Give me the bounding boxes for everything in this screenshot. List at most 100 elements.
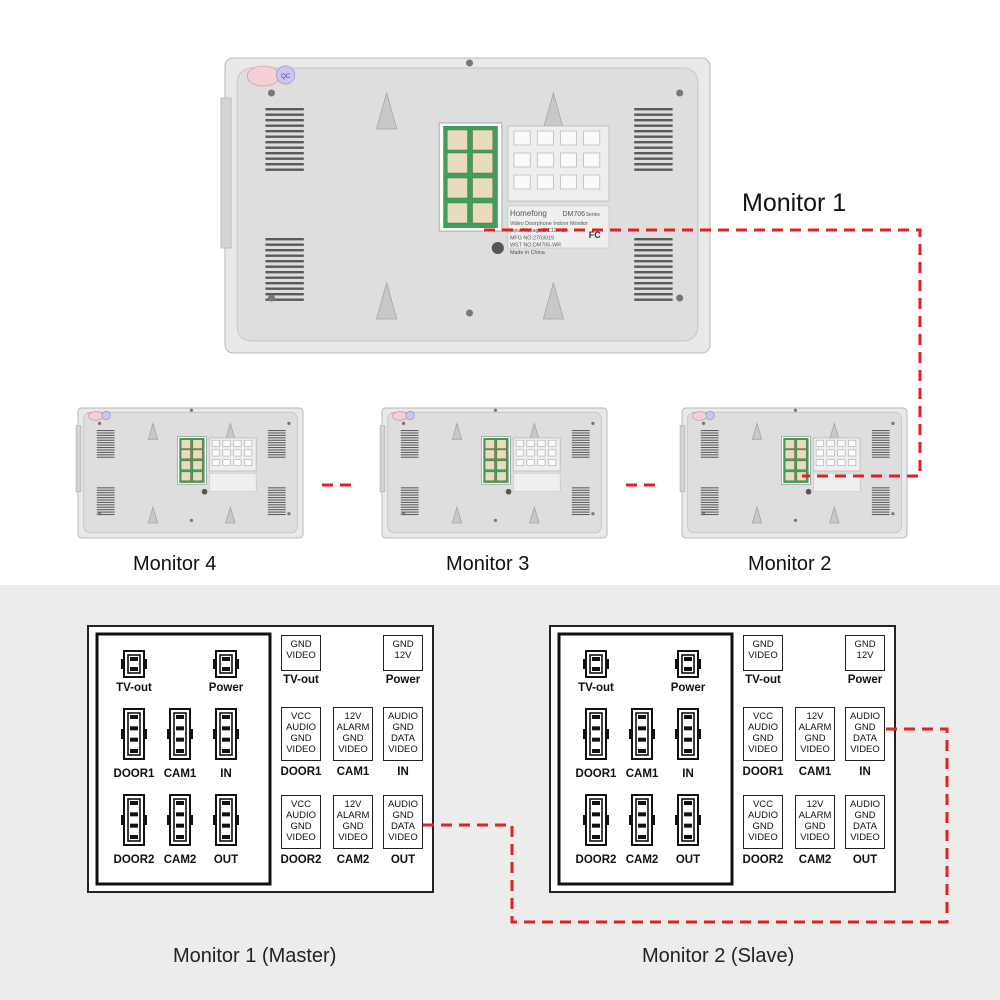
vent-slot — [400, 456, 419, 458]
schematic-master-door1-tag-label: DOOR1 — [280, 766, 322, 778]
label-cell — [560, 174, 577, 190]
vent-slot — [871, 430, 890, 432]
schematic-slave-cam2-label: CAM2 — [625, 854, 659, 866]
hanging-slot — [147, 505, 159, 524]
schematic-master-tv-out-label: TV-out — [116, 682, 152, 694]
label-cell — [515, 449, 524, 457]
pin-tag-line: VCC — [290, 799, 312, 810]
monitor-4-back — [75, 407, 304, 539]
mount-hole — [201, 488, 208, 495]
label-cell — [211, 459, 220, 466]
pin-tag-line: GND — [854, 810, 876, 821]
vent-slot — [634, 260, 673, 263]
pin-tag-line: 12V — [806, 799, 824, 810]
vent-slot — [571, 504, 590, 506]
vent-slot — [96, 439, 115, 441]
vent-slot — [96, 499, 115, 501]
qc-sticker — [392, 411, 408, 421]
vent-slot — [96, 497, 115, 499]
vent-slot — [634, 124, 673, 127]
label-cell — [233, 459, 242, 466]
schematic-slave-door1-label: DOOR1 — [575, 768, 617, 780]
vent-slot — [634, 298, 673, 301]
vent-slot — [400, 511, 419, 513]
screw — [701, 512, 706, 516]
vent-slot — [700, 454, 719, 456]
vent-slot — [700, 489, 719, 491]
vent-slot — [634, 146, 673, 149]
schematic-slave-door1-tag-label: DOOR1 — [742, 766, 784, 778]
label-cell — [848, 459, 857, 466]
vent-slot — [634, 141, 673, 144]
vent-slot — [700, 509, 719, 511]
schematic-master-door2-label: DOOR2 — [113, 854, 155, 866]
vent-slot — [267, 497, 286, 499]
vent-slot — [634, 293, 673, 296]
connector-plug — [447, 129, 468, 151]
vent-slot — [571, 432, 590, 434]
label-cell — [548, 449, 557, 457]
label-monitor-4: Monitor 4 — [133, 553, 217, 575]
caption-slave: Monitor 2 (Slave) — [642, 945, 795, 967]
vent-slot — [400, 439, 419, 441]
vent-slot — [265, 119, 304, 122]
vent-slot — [267, 494, 286, 496]
vent-slot — [571, 497, 590, 499]
vent-slot — [96, 454, 115, 456]
vent-slot — [400, 499, 419, 501]
schematic-slave-connector-box — [557, 632, 734, 886]
vent-slot — [400, 454, 419, 456]
vent-slot — [571, 437, 590, 439]
label-cell — [537, 459, 546, 466]
pin-tag-line: ALARM — [336, 810, 370, 821]
schematic-master-connector-box — [95, 632, 272, 886]
vent-slot — [700, 430, 719, 432]
label-cell — [536, 152, 554, 168]
connector-plug — [796, 449, 807, 459]
vent-slot — [265, 141, 304, 144]
screw — [493, 408, 498, 412]
vent-slot — [634, 276, 673, 279]
screw — [189, 518, 194, 523]
vent-slot — [96, 487, 115, 489]
vent-slot — [267, 492, 286, 494]
vent-slot — [634, 249, 673, 252]
brand-text: Homefong — [510, 209, 547, 218]
vent-slot — [265, 260, 304, 263]
pin-tag-line: VIDEO — [800, 744, 830, 755]
vent-slot — [400, 492, 419, 494]
vent-slot — [265, 124, 304, 127]
label-cell — [513, 152, 531, 168]
round-sticker — [101, 410, 111, 421]
schematic-slave-cam1-connector — [629, 708, 655, 760]
screw — [591, 421, 595, 426]
info-label — [513, 472, 561, 492]
vent-slot — [871, 456, 890, 458]
schematic-slave-tv-out-tag-label: TV-out — [745, 674, 781, 686]
info-label — [507, 205, 610, 249]
vent-slot — [871, 432, 890, 434]
pin-tag-line: GND — [290, 733, 312, 744]
pin-tag-line: GND — [392, 810, 414, 821]
connector-plug — [784, 439, 795, 449]
vent-slot — [96, 501, 115, 503]
vent-slot — [634, 113, 673, 116]
pin-tag-line: VIDEO — [850, 744, 880, 755]
label-cell — [222, 449, 231, 457]
vent-slot — [267, 487, 286, 489]
label-cell — [837, 439, 846, 447]
schematic-master-power-tag-label: Power — [385, 674, 421, 686]
vent-slot — [400, 513, 419, 516]
vent-slot — [96, 444, 115, 446]
schematic-master-cam1-label: CAM1 — [163, 768, 197, 780]
side-clip — [679, 425, 686, 493]
vent-slot — [571, 434, 590, 436]
vent-slot — [571, 513, 590, 516]
vent-slot — [871, 449, 890, 451]
vent-slot — [96, 437, 115, 439]
